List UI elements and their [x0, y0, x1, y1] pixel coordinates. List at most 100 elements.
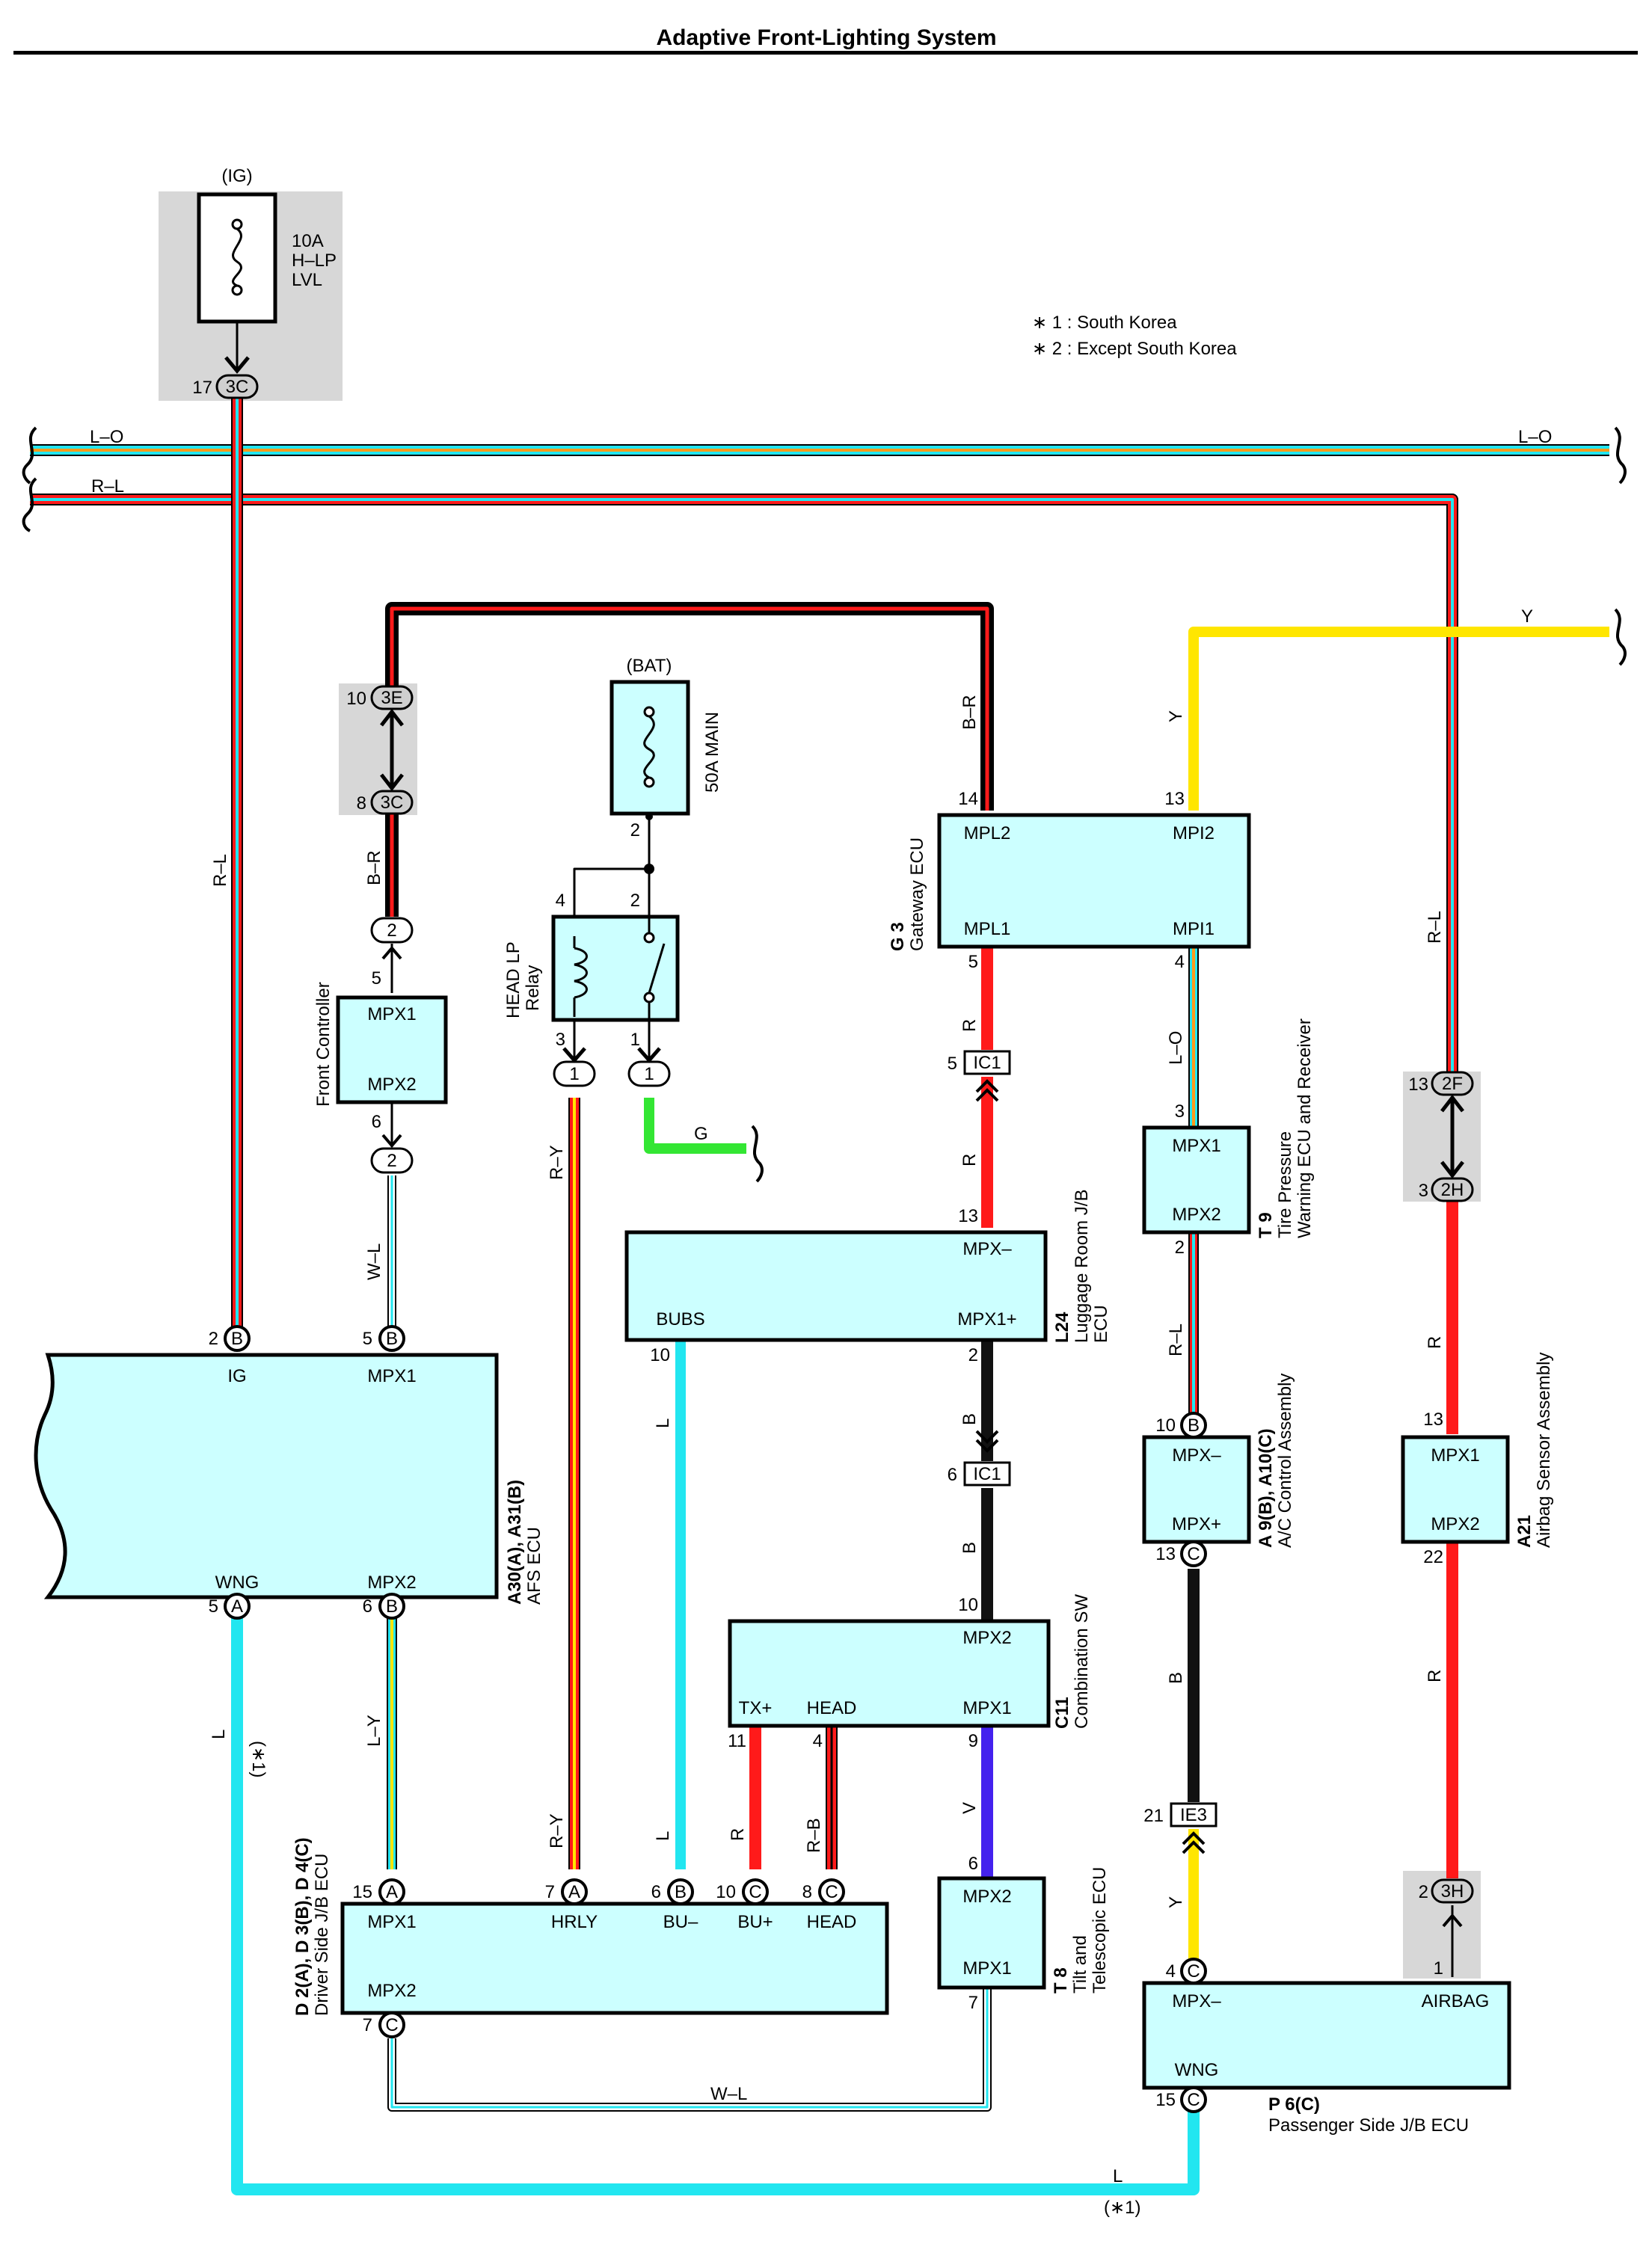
bat-fuse-box [609, 680, 690, 816]
ring-ac-b [1180, 1412, 1207, 1439]
label-ly: L–Y [364, 1715, 384, 1747]
pin-22-airbag: 22 [1423, 1547, 1443, 1567]
pin-17: 17 [192, 378, 212, 398]
pin-1-3h: 1 [1434, 1958, 1443, 1979]
passenger-name: Passenger Side J/B ECU [1268, 2115, 1469, 2136]
combo-mpx2-label: MPX2 [962, 1628, 1011, 1648]
label-br-left: B–R [364, 850, 384, 885]
passenger-jb-ecu-box [1142, 1981, 1511, 2090]
ac-name: A/C Control Assembly [1275, 1374, 1295, 1548]
label-rl-top: R–L [91, 476, 124, 497]
label-l-luggage: L [653, 1418, 673, 1428]
ig-fuse-element-icon [232, 227, 242, 287]
break-right-y [1614, 608, 1627, 666]
passenger-airbag-label: AIRBAG [1422, 1991, 1490, 2011]
luggage-mpxm-label: MPX– [962, 1239, 1012, 1259]
driver-code: D 2(A), D 3(B), D 4(C) [292, 1837, 313, 2016]
gateway-mpi2-label: MPI2 [1173, 823, 1215, 843]
connector-ie3 [1170, 1802, 1217, 1827]
connector-ic1-upper [963, 1050, 1011, 1075]
pin-6-tilt: 6 [968, 1854, 978, 1874]
pin-2-tire: 2 [1175, 1238, 1185, 1258]
ring-drv-c-head-label: C [825, 1882, 838, 1902]
ring-pas-c-mpxm [1180, 1958, 1207, 1985]
relay-contact-bottom [643, 992, 655, 1003]
label-br-top: B–R [959, 695, 980, 730]
pin-1-relay: 1 [630, 1030, 640, 1050]
ring-drv-a-mpx1 [378, 1878, 405, 1905]
pin-5-ic1: 5 [948, 1054, 957, 1074]
wire-color-labels: L–O L–O R–L Y R–L B–R W–L B–R Y R R L–O … [90, 427, 1552, 2218]
ring-pas-c-wng-label: C [1187, 2090, 1200, 2110]
label-y-ie3: Y [1166, 1896, 1186, 1908]
label-b-combo: B [959, 1542, 980, 1554]
pin-3-relay: 3 [556, 1030, 565, 1050]
ring-drv-c-mpx2 [378, 2011, 405, 2038]
connector-2-upper [370, 917, 414, 944]
connector-3e-label: 3E [381, 688, 402, 708]
wire-br-loop-stripe [390, 606, 989, 811]
pin-13-lug: 13 [958, 1206, 978, 1226]
gateway-code: G 3 [888, 922, 908, 951]
front-controller-mpx2: MPX2 [367, 1075, 416, 1095]
pin-6-ic1: 6 [948, 1465, 957, 1485]
wire-rl-bus [30, 495, 1457, 1082]
relay-switch-icon [648, 943, 666, 994]
label-lo-gw: L–O [1166, 1031, 1186, 1065]
ring-afs-b-mpx1-label: B [386, 1329, 398, 1349]
tire-mpx1-label: MPX1 [1172, 1136, 1220, 1156]
footnote-star1-bottom: (∗1) [1104, 2198, 1140, 2218]
afs-wng-label: WNG [215, 1573, 260, 1593]
ic1-lower-chevron-icon [975, 1430, 999, 1453]
footnote-star1-left: (∗1) [248, 1741, 268, 1777]
pin-3-2h: 3 [1419, 1181, 1428, 1201]
pin-numbers: 17 10 8 5 6 4 2 2 3 1 2 5 5 6 14 13 5 4 … [192, 378, 1443, 2110]
connector-2-lower-label: 2 [387, 1151, 396, 1171]
title-rule [13, 51, 1638, 55]
airbag-name: Airbag Sensor Assembly [1534, 1353, 1554, 1548]
tilt-name2: Telescopic ECU [1090, 1867, 1110, 1993]
luggage-name2: ECU [1091, 1305, 1111, 1343]
connector-2-upper-label: 2 [387, 920, 396, 941]
ie3-chevron-icon [1182, 1831, 1206, 1854]
bat-fuse-element-icon [643, 715, 655, 779]
connector-3c-mid-label: 3C [381, 793, 404, 813]
pin-4-combo: 4 [813, 1731, 823, 1751]
gateway-name: Gateway ECU [907, 837, 927, 951]
connector-ie3-label: IE3 [1180, 1805, 1207, 1825]
connector-2h [1431, 1177, 1474, 1202]
break-right-lo [1614, 426, 1627, 485]
wire-break-marks [22, 426, 1627, 1183]
pin-2-fuse: 2 [630, 820, 640, 840]
pin-13-airbag: 13 [1423, 1410, 1443, 1430]
combo-head-label: HEAD [807, 1698, 857, 1718]
ig-fuse-name1: H–LP [292, 250, 337, 271]
front-controller-box [336, 995, 448, 1104]
ring-afs-b-mpx2-label: B [386, 1596, 398, 1617]
tire-code: T 9 [1256, 1212, 1276, 1238]
label-lo-left: L–O [90, 427, 123, 447]
connector-2h-label: 2H [1441, 1180, 1464, 1200]
driver-mpx1-label: MPX1 [367, 1912, 416, 1932]
bat-fuse-output-dot [645, 813, 653, 820]
front-controller-name: Front Controller [313, 982, 334, 1107]
ring-drv-b-bum [667, 1878, 694, 1905]
ring-drv-a-mpx1-label: A [386, 1882, 398, 1902]
luggage-bubs-label: BUBS [656, 1309, 704, 1329]
label-rl-right: R–L [1425, 911, 1445, 944]
label-r-gw: R [959, 1019, 980, 1032]
afs-ecu-code: A30(A), A31(B) [505, 1480, 525, 1605]
pin-7-drv-c: 7 [363, 2015, 372, 2035]
ig-fuse-rating: 10A [292, 231, 324, 251]
break-left-rl [22, 477, 37, 532]
connector-ic1-upper-label: IC1 [973, 1053, 1001, 1073]
connector-relay-1-left-label: 1 [569, 1064, 579, 1084]
label-wl-bottom: W–L [710, 2084, 747, 2104]
connector-3c-top [215, 374, 259, 399]
pin-5-fc: 5 [372, 968, 381, 989]
ring-ac-c-label: C [1187, 1544, 1200, 1564]
tire-name2: Warning ECU and Receiver [1295, 1018, 1315, 1238]
2f-arrow-up-icon [1440, 1094, 1464, 1113]
afs-ecu-box [34, 1353, 499, 1599]
